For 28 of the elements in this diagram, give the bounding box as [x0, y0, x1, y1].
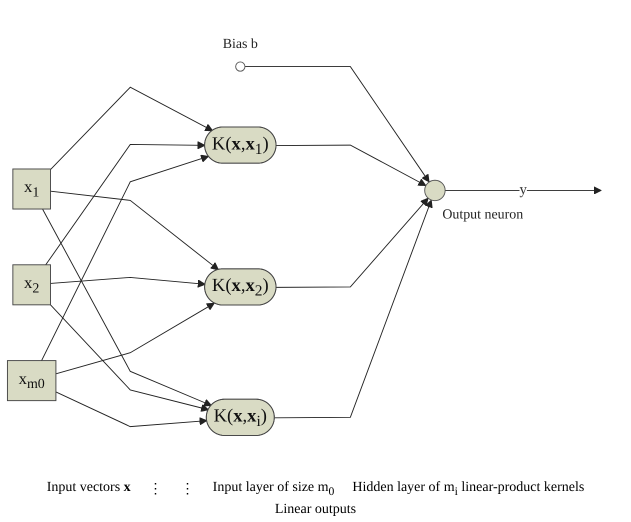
- arrow: [55, 302, 215, 374]
- arrow: [45, 141, 206, 266]
- arrow: [444, 186, 602, 195]
- arrow: [276, 144, 426, 186]
- arrow: [50, 304, 210, 412]
- arrow: [244, 66, 430, 182]
- note-text: ⋮: [180, 481, 195, 498]
- arrow: [50, 190, 219, 270]
- node-box: x$_{1}$: [12, 168, 51, 210]
- edge-label: y: [519, 182, 527, 198]
- node-caption: Output neuron: [442, 207, 524, 222]
- node-box: x$_{m0}$: [6, 360, 56, 402]
- node-circle: [424, 180, 446, 202]
- node-circle: [235, 61, 246, 72]
- note-text: Input vectors x: [46, 480, 131, 497]
- arrow: [50, 276, 206, 288]
- note-text: ⋮: [148, 481, 163, 498]
- arrow: [276, 198, 429, 288]
- note-text: Input layer of size m$_{0}$: [212, 480, 334, 498]
- arrow: [274, 200, 433, 418]
- arrow: [55, 391, 208, 428]
- arrow: [42, 208, 212, 406]
- node-box: x$_{2}$: [12, 264, 51, 306]
- note-text: Linear outputs: [274, 502, 356, 518]
- note-text: Hidden layer of m$_{i}$ linear-product kernels: [352, 480, 584, 498]
- arrow: [41, 154, 209, 362]
- node-caption: Bias b: [222, 37, 258, 52]
- arrow: [50, 86, 214, 170]
